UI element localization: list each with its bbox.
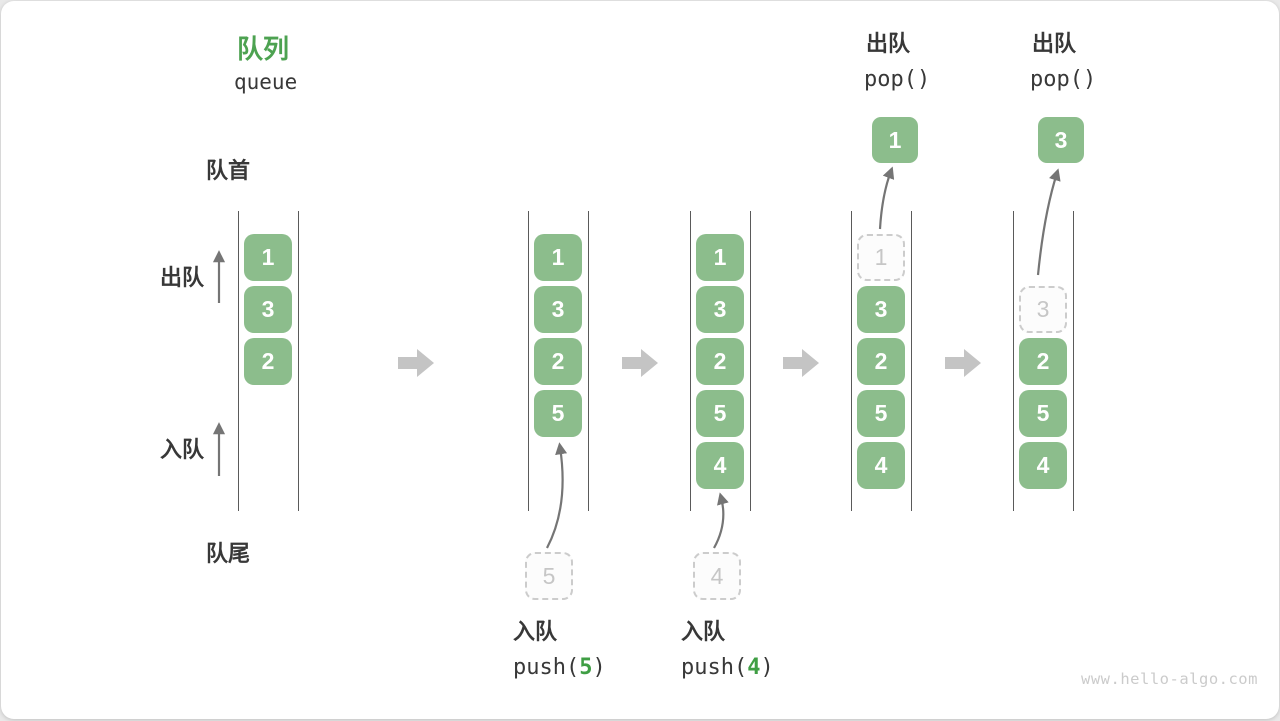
dequeue-action-label-2: 出队	[1032, 31, 1076, 56]
queue-item-ghost: 3	[1019, 286, 1067, 333]
code-fn-close: )	[760, 655, 773, 680]
code-arg: 4	[747, 655, 760, 680]
dequeue-code-label-1: pop()	[864, 67, 930, 92]
transition-arrow-1	[398, 349, 434, 377]
queue-item: 2	[534, 338, 582, 385]
popped-item-3: 3	[1038, 117, 1084, 163]
queue-item: 5	[1019, 390, 1067, 437]
enqueue-action-label-2: 入队	[681, 619, 725, 644]
queue-state-4: 1 3 2 5 4	[851, 211, 912, 511]
queue-item: 2	[696, 338, 744, 385]
queue-item: 4	[857, 442, 905, 489]
enqueue-action-label-1: 入队	[513, 619, 557, 644]
queue-item: 3	[534, 286, 582, 333]
queue-state-5: 3 2 5 4	[1013, 211, 1074, 511]
transition-arrow-3	[783, 349, 819, 377]
queue-item: 5	[696, 390, 744, 437]
queue-item: 4	[1019, 442, 1067, 489]
queue-item: 1	[696, 234, 744, 281]
queue-item-ghost: 1	[857, 234, 905, 281]
page-subtitle: queue	[234, 70, 297, 94]
code-fn-close: )	[592, 655, 605, 680]
label-queue-rear: 队尾	[206, 541, 250, 566]
queue-item: 5	[857, 390, 905, 437]
enqueue-code-label-2: push(4)	[681, 655, 774, 680]
queue-item: 3	[857, 286, 905, 333]
code-arg: 5	[579, 655, 592, 680]
label-enqueue: 入队	[160, 437, 204, 462]
queue-item: 2	[857, 338, 905, 385]
queue-state-2: 1 3 2 5	[528, 211, 589, 511]
label-dequeue: 出队	[160, 265, 204, 290]
pending-item-5: 5	[525, 552, 573, 600]
pending-item-4: 4	[693, 552, 741, 600]
page-title: 队列	[237, 29, 289, 66]
queue-state-1: 1 3 2	[238, 211, 299, 511]
queue-item: 3	[696, 286, 744, 333]
queue-state-3: 1 3 2 5 4	[690, 211, 751, 511]
queue-item: 2	[244, 338, 292, 385]
dequeue-code-label-2: pop()	[1030, 67, 1096, 92]
label-queue-front: 队首	[206, 158, 250, 183]
queue-item: 2	[1019, 338, 1067, 385]
queue-item: 3	[244, 286, 292, 333]
enqueue-code-label-1: push(5)	[513, 655, 606, 680]
queue-item: 4	[696, 442, 744, 489]
transition-arrow-2	[622, 349, 658, 377]
dequeue-action-label-1: 出队	[866, 31, 910, 56]
queue-item: 5	[534, 390, 582, 437]
transition-arrow-4	[945, 349, 981, 377]
queue-item: 1	[534, 234, 582, 281]
popped-item-1: 1	[872, 117, 918, 163]
code-fn-open: push(	[681, 655, 747, 680]
code-fn-open: push(	[513, 655, 579, 680]
watermark: www.hello-algo.com	[1081, 670, 1258, 688]
queue-item: 1	[244, 234, 292, 281]
